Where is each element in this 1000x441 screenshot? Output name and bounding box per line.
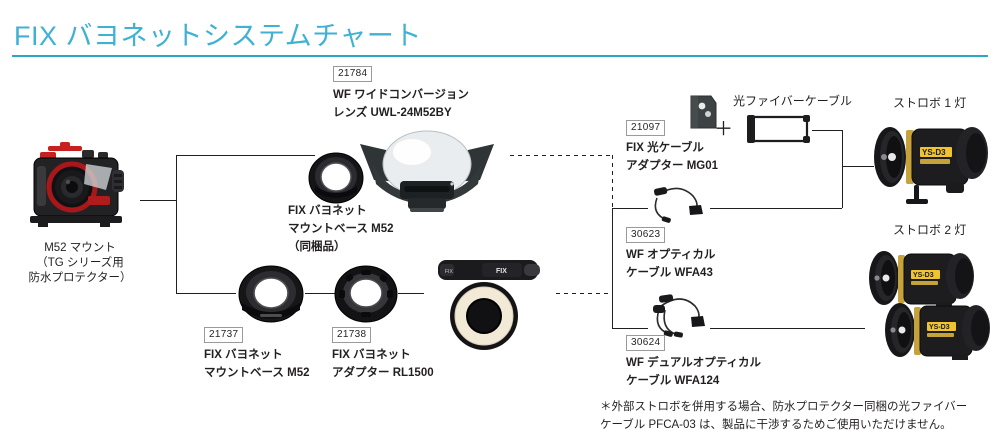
footnote: ＊外部ストロボを併用する場合、防水プロテクター同梱の光ファイバー ケーブル PF…: [600, 398, 1000, 434]
cable-adapter-mg01-code: 21097: [626, 120, 666, 136]
mount-base-m52-caption-line2: マウントベース M52: [204, 367, 310, 379]
wide-lens-code: 21784: [333, 66, 373, 82]
camera-caption-line2: （TG シリーズ用: [36, 257, 124, 269]
connector-to-wfa124: [612, 328, 648, 329]
connector-mountbase-to-adapter: [305, 293, 335, 294]
camera-caption-line1: M52 マウント: [44, 242, 116, 254]
connector-branch-vertical: [176, 155, 177, 294]
wide-conversion-lens-image: [352, 124, 502, 219]
svg-text:YS-D3: YS-D3: [929, 324, 950, 331]
footnote-line2: ケーブル PFCA-03 は、製品に干渉するためご使用いただけません。: [600, 419, 952, 431]
svg-text:FIX: FIX: [445, 269, 453, 275]
dotted-lens-to-column: [510, 155, 612, 156]
strobe-two-heading: ストロボ 2 灯: [893, 223, 967, 237]
svg-text:FIX: FIX: [496, 268, 507, 275]
connector-branch-bottom: [176, 293, 236, 294]
dotted-ringlight-to-column: [556, 293, 612, 294]
fiber-cable-heading: 光ファイバーケーブル: [733, 94, 853, 108]
adapter-rl1500-caption-line2: アダプター RL1500: [332, 367, 434, 379]
adapter-rl1500-image: [334, 265, 398, 328]
optical-cable-wfa43-image: [645, 184, 713, 233]
strobe-one-image: YS-D3: [868, 113, 996, 210]
plus-symbol: ＋: [714, 119, 734, 140]
dual-optical-cable-wfa124-code: 30624: [626, 335, 666, 351]
cable-adapter-mg01-image: [685, 94, 719, 137]
mount-base-m52-caption-line1: FIX バヨネット: [204, 349, 283, 361]
wide-lens-caption-line2: レンズ UWL-24M52BY: [333, 107, 452, 119]
strobe-one-heading: ストロボ 1 灯: [893, 96, 967, 110]
mount-base-m52-code: 21737: [204, 327, 244, 343]
dual-optical-cable-wfa124-caption-line1: WF デュアルオプティカル: [626, 357, 762, 369]
footnote-line1: ＊外部ストロボを併用する場合、防水プロテクター同梱の光ファイバー: [600, 401, 968, 413]
connector-camera-trunk: [140, 200, 176, 201]
mount-base-bundled-caption-line1: FIX バヨネット: [288, 205, 367, 217]
mount-base-bundled-caption-line2: マウントベース M52: [288, 223, 394, 235]
title-divider: [12, 55, 988, 57]
connector-to-wfa43: [612, 208, 648, 209]
optical-cable-wfa43-caption-line2: ケーブル WFA43: [626, 267, 713, 279]
cable-adapter-mg01-caption-line2: アダプター MG01: [626, 160, 719, 172]
mount-base-m52-image: [238, 265, 304, 328]
mount-base-bundled-image: [308, 152, 364, 209]
connector-cable-column: [612, 208, 613, 328]
fiber-cable-image: [745, 113, 815, 150]
camera-housing-image: [20, 140, 140, 245]
connector-wfa43-to-strobe1-junction: [710, 208, 842, 209]
mount-base-bundled-caption-line3: （同梱品）: [288, 241, 346, 253]
connector-fiber-to-junction: [812, 130, 842, 131]
dual-optical-cable-wfa124-image: [645, 294, 715, 345]
connector-wfa124-to-strobe2: [710, 328, 865, 329]
connector-strobe1-vertical: [842, 130, 843, 208]
page-title: FIX バヨネットシステムチャート: [14, 21, 422, 51]
connector-branch-top: [176, 155, 315, 156]
ring-light-image: FIX FIX: [424, 258, 556, 358]
wide-lens-caption-line1: WF ワイドコンバージョン: [333, 89, 469, 101]
connector-adapter-to-ringlight: [398, 293, 424, 294]
strobe-two-image: YS-D3 YS-D3: [862, 240, 1000, 365]
svg-text:YS-D3: YS-D3: [922, 148, 946, 157]
svg-text:YS-D3: YS-D3: [913, 272, 934, 279]
connector-junction-to-strobe1: [842, 166, 874, 167]
camera-caption-line3: 防水プロテクター）: [28, 272, 132, 284]
cable-adapter-mg01-caption-line1: FIX 光ケーブル: [626, 142, 704, 154]
optical-cable-wfa43-caption-line1: WF オプティカル: [626, 249, 716, 261]
adapter-rl1500-caption-line1: FIX バヨネット: [332, 349, 411, 361]
optical-cable-wfa43-code: 30623: [626, 227, 666, 243]
adapter-rl1500-code: 21738: [332, 327, 372, 343]
dual-optical-cable-wfa124-caption-line2: ケーブル WFA124: [626, 375, 720, 387]
